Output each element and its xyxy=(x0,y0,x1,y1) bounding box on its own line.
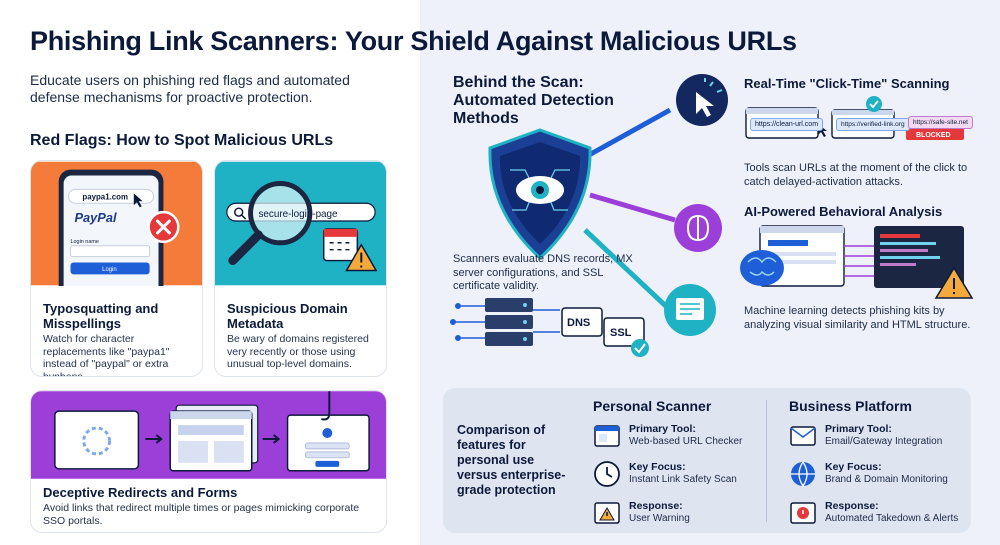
comparison-panel: Comparison of features for personal use … xyxy=(443,388,971,533)
url-pill-safe[interactable]: https://safe-site.net xyxy=(908,116,973,129)
server-icon xyxy=(485,298,533,346)
fishing-hook-icon xyxy=(321,391,331,421)
card-domain-metadata: secure-login-page Suspicious Domain Meta… xyxy=(214,160,387,377)
blocked-badge: BLOCKED xyxy=(916,132,951,139)
personal-row-tool: Primary Tool: Web-based URL Checker xyxy=(593,422,763,456)
arrow-icon xyxy=(145,434,163,444)
cursor-icon xyxy=(133,193,143,208)
ai-title: AI-Powered Behavioral Analysis xyxy=(744,204,943,219)
business-heading: Business Platform xyxy=(789,398,912,414)
user-avatar-icon xyxy=(322,428,333,438)
redirect-illustration xyxy=(31,391,386,479)
personal-row-response: Response: User Warning xyxy=(593,499,763,533)
globe-icon xyxy=(791,461,815,488)
card-desc: Be wary of domains registered very recen… xyxy=(227,333,369,370)
check-icon xyxy=(631,339,649,357)
dns-label: DNS xyxy=(567,317,590,329)
circuit-lines xyxy=(510,169,570,211)
search-query: secure-login-page xyxy=(258,209,338,220)
card-deceptive-redirects: Deceptive Redirects and Forms Avoid link… xyxy=(30,390,387,533)
ssl-label: SSL xyxy=(610,327,632,339)
phone-illustration: paypa1.com PayPal Login name Login xyxy=(31,161,202,286)
card-title: Suspicious Domain Metadata xyxy=(227,301,348,331)
business-row-focus: Key Focus: Brand & Domain Monitoring xyxy=(789,460,969,494)
card-typosquatting: paypa1.com PayPal Login name Login Typos… xyxy=(30,160,203,377)
personal-heading: Personal Scanner xyxy=(593,398,712,414)
comparison-lead: Comparison of features for personal use … xyxy=(457,423,566,497)
ssl-badge xyxy=(603,317,645,347)
url-pill-verified[interactable]: https://verified-link.org xyxy=(836,118,910,131)
search-icon xyxy=(234,207,244,217)
browser-window-icon xyxy=(594,425,620,447)
magnifier-illustration: secure-login-page xyxy=(215,161,386,286)
ai-illustration xyxy=(740,225,974,299)
phone-url-text: paypa1.com xyxy=(82,192,128,201)
login-button: Login xyxy=(102,267,116,273)
alert-icon xyxy=(790,502,816,524)
page-title: Phishing Link Scanners: Your Shield Agai… xyxy=(30,26,797,56)
arrow-icon xyxy=(262,434,281,444)
brain-icon xyxy=(740,250,784,286)
login-label: Login name xyxy=(71,239,99,245)
page-subtitle: Educate users on phishing red flags and … xyxy=(30,72,350,105)
ai-description: Machine learning detects phishing kits b… xyxy=(744,305,971,331)
business-row-response: Response: Automated Takedown & Alerts xyxy=(789,499,969,533)
loading-icon xyxy=(82,426,112,456)
url-pill-clean[interactable]: https://clean-url.com xyxy=(750,118,824,131)
scan-heading: Behind the Scan: Automated Detection Met… xyxy=(453,74,614,127)
realtime-description: Tools scan URLs at the moment of the cli… xyxy=(744,162,968,188)
verified-check-icon xyxy=(866,96,882,112)
card-desc: Avoid links that redirect multiple times… xyxy=(43,502,360,527)
business-row-tool: Primary Tool: Email/Gateway Integration xyxy=(789,422,969,456)
card-title: Typosquatting and Misspellings xyxy=(43,301,159,331)
card-desc: Watch for character replacements like "p… xyxy=(43,333,170,377)
scan-description: Scanners evaluate DNS records, MX server… xyxy=(453,253,633,292)
red-flags-heading: Red Flags: How to Spot Malicious URLs xyxy=(30,132,334,149)
scan-diagram: DNS SSL xyxy=(450,74,728,357)
personal-row-focus: Key Focus: Instant Link Safety Scan xyxy=(593,460,763,494)
column-divider xyxy=(766,400,767,522)
dns-badge xyxy=(561,307,603,337)
realtime-title: Real-Time "Click-Time" Scanning xyxy=(744,76,950,91)
card-title: Deceptive Redirects and Forms xyxy=(43,485,238,500)
clock-icon xyxy=(594,461,620,487)
email-gateway-icon xyxy=(790,426,816,446)
warning-icon xyxy=(594,502,620,524)
paypal-brand: PayPal xyxy=(74,210,117,225)
